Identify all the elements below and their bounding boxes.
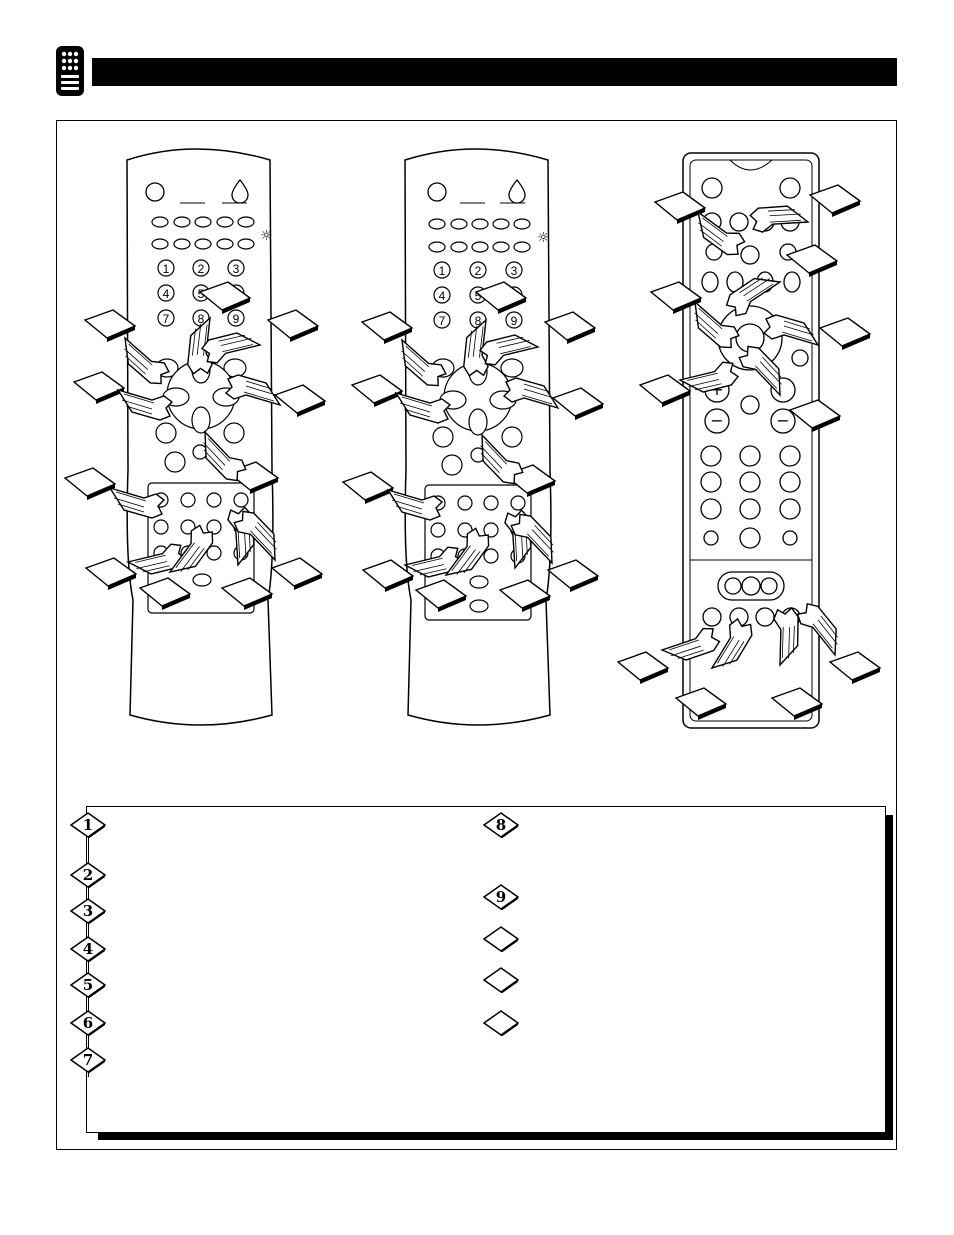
step-badge: 2 <box>70 862 106 888</box>
svg-text:7: 7 <box>439 314 446 328</box>
svg-text:☼: ☼ <box>537 230 550 246</box>
step-badge: 4 <box>70 936 106 962</box>
svg-text:☼: ☼ <box>260 228 273 244</box>
svg-text:1: 1 <box>439 264 446 278</box>
svg-text:3: 3 <box>233 262 240 276</box>
svg-text:9: 9 <box>233 312 240 326</box>
svg-text:8: 8 <box>198 312 205 326</box>
step-badge: 6 <box>70 1010 106 1036</box>
step-badge: 9 <box>483 884 519 910</box>
svg-text:4: 4 <box>163 287 170 301</box>
svg-text:−: − <box>776 411 789 430</box>
illustration-frame <box>56 120 897 1150</box>
svg-text:3: 3 <box>511 264 518 278</box>
svg-text:2: 2 <box>198 262 205 276</box>
step-badge: 1 <box>70 812 106 838</box>
svg-text:2: 2 <box>475 264 482 278</box>
remote-center: ☼ 1 2 3 4 5 6 7 8 9 <box>342 148 604 726</box>
svg-text:1: 1 <box>163 262 170 276</box>
svg-text:9: 9 <box>511 314 518 328</box>
step-badge: 8 <box>483 812 519 838</box>
svg-text:5: 5 <box>198 287 205 301</box>
header-bar <box>92 58 897 86</box>
step-badge <box>483 967 519 993</box>
remote-left: ☼ 1 2 3 4 5 6 7 8 9 <box>64 148 326 726</box>
legend-box <box>86 806 886 1133</box>
svg-text:5: 5 <box>475 289 482 303</box>
remote-control-icon <box>55 45 85 97</box>
remotes-illustration: ☼ 1 2 3 4 5 6 7 8 9 <box>64 148 881 729</box>
svg-text:−: − <box>710 411 723 430</box>
step-badge <box>483 926 519 952</box>
step-badge: 3 <box>70 898 106 924</box>
step-badge: 7 <box>70 1047 106 1073</box>
step-badge <box>483 1010 519 1036</box>
step-badge: 5 <box>70 972 106 998</box>
remote-right: + − − <box>617 152 881 729</box>
svg-text:8: 8 <box>475 314 482 328</box>
svg-text:7: 7 <box>163 312 170 326</box>
svg-text:4: 4 <box>439 289 446 303</box>
